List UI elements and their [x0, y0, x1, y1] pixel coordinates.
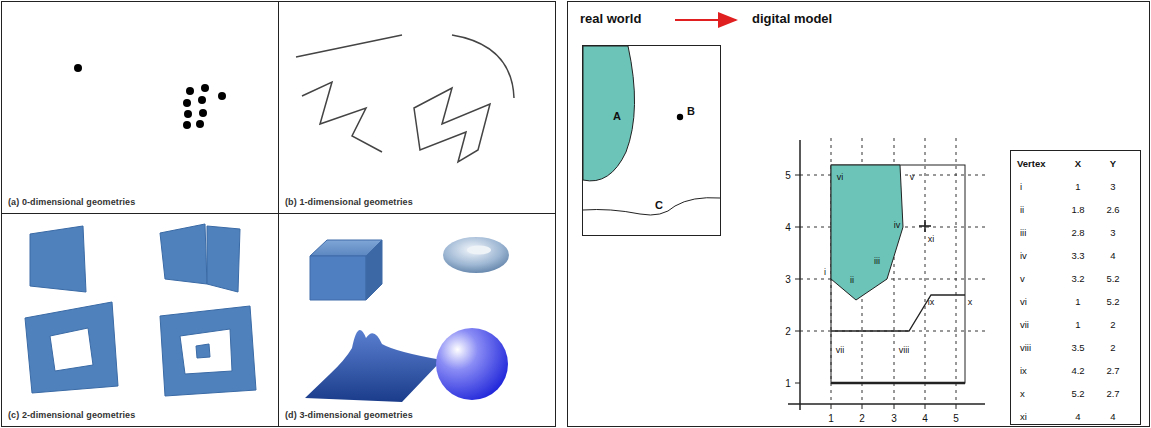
axis-tick: 3	[891, 413, 897, 424]
feature-label: C	[655, 199, 663, 211]
axis-tick: 2	[859, 413, 865, 424]
table-cell: ix	[1020, 366, 1027, 376]
axis-tick: 4	[922, 413, 928, 424]
points	[74, 64, 226, 129]
vertex-label: x	[968, 298, 973, 308]
geometry-cell: (b) 1-dimensional geometries	[278, 1, 556, 214]
vertex-label: iv	[894, 221, 901, 231]
table-cell: 4	[1110, 251, 1115, 261]
table-cell: 1	[1075, 320, 1080, 330]
table-cell: 4	[1110, 412, 1115, 422]
feature-label: A	[613, 110, 621, 122]
table-cell: 3	[1110, 182, 1115, 192]
table-cell: 1	[1075, 297, 1080, 307]
vertex-label: viii	[899, 346, 910, 356]
geometry-cell: (d) 3-dimensional geometries	[278, 213, 556, 427]
heading: real world	[580, 12, 641, 26]
vertex-label: vii	[836, 346, 845, 356]
table-cell: x	[1020, 389, 1025, 399]
table-cell: 4	[1075, 412, 1080, 422]
table-cell: iv	[1020, 251, 1027, 261]
axis-tick: 3	[785, 274, 791, 285]
axis-tick: 2	[785, 326, 791, 337]
axis-tick: 5	[785, 170, 791, 181]
table-cell: 3.2	[1071, 274, 1084, 284]
table-cell: 2.7	[1106, 366, 1119, 376]
table-cell: i	[1020, 182, 1022, 192]
caption: (b) 1-dimensional geometries	[285, 198, 413, 208]
table-header: Y	[1110, 159, 1116, 169]
table-cell: iii	[1020, 228, 1026, 238]
vertex-label: xi	[928, 235, 935, 245]
feature-label: B	[687, 105, 695, 117]
geometry-cell: (a) 0-dimensional geometries	[1, 1, 279, 214]
solids	[305, 237, 509, 402]
geometry-cell: (c) 2-dimensional geometries	[1, 213, 279, 427]
table-cell: ii	[1020, 205, 1024, 215]
table-cell: xi	[1020, 412, 1027, 422]
table-cell: 2	[1110, 343, 1115, 353]
vertex-label: v	[910, 173, 915, 183]
table-header: Vertex	[1017, 159, 1046, 169]
table-cell: 1.8	[1071, 205, 1084, 215]
table-cell: v	[1020, 274, 1025, 284]
table-cell: 3.5	[1071, 343, 1084, 353]
red-arrow	[675, 19, 736, 21]
map-frame: A B C	[582, 45, 721, 236]
table-cell: 1	[1075, 182, 1080, 192]
table-cell: viii	[1020, 343, 1031, 353]
axis-tick: 1	[785, 378, 791, 389]
vertex-label: iii	[874, 257, 880, 267]
table-cell: 2.8	[1071, 228, 1084, 238]
table-cell: vii	[1020, 320, 1029, 330]
table-cell: 4.2	[1071, 366, 1084, 376]
axis-tick: 4	[785, 222, 791, 233]
table-frame	[1011, 151, 1141, 425]
heading: digital model	[752, 12, 832, 26]
axis-tick: 1	[828, 413, 834, 424]
table-cell: 5.2	[1106, 274, 1119, 284]
table-cell: 5.2	[1106, 297, 1119, 307]
vertex-label: ii	[850, 276, 854, 286]
axis-tick: 5	[953, 413, 959, 424]
caption: (a) 0-dimensional geometries	[8, 198, 135, 208]
table-cell: 5.2	[1071, 389, 1084, 399]
lines	[296, 35, 514, 162]
table-cell: vi	[1020, 297, 1027, 307]
caption: (c) 2-dimensional geometries	[8, 411, 135, 421]
table-header: X	[1075, 159, 1081, 169]
vertex-label: vi	[837, 173, 844, 183]
real-world-map	[583, 46, 720, 215]
panel-frame	[568, 2, 1150, 427]
caption: (d) 3-dimensional geometries	[285, 411, 413, 421]
polygons	[25, 224, 256, 396]
chart	[788, 138, 985, 410]
table-cell: 2.6	[1106, 205, 1119, 215]
table-cell: 2	[1110, 320, 1115, 330]
table-cell: 2.7	[1106, 389, 1119, 399]
vertex-label: ix	[928, 298, 935, 308]
table-cell: 3	[1110, 228, 1115, 238]
vertex-label: i	[824, 268, 826, 278]
table-cell: 3.3	[1071, 251, 1084, 261]
